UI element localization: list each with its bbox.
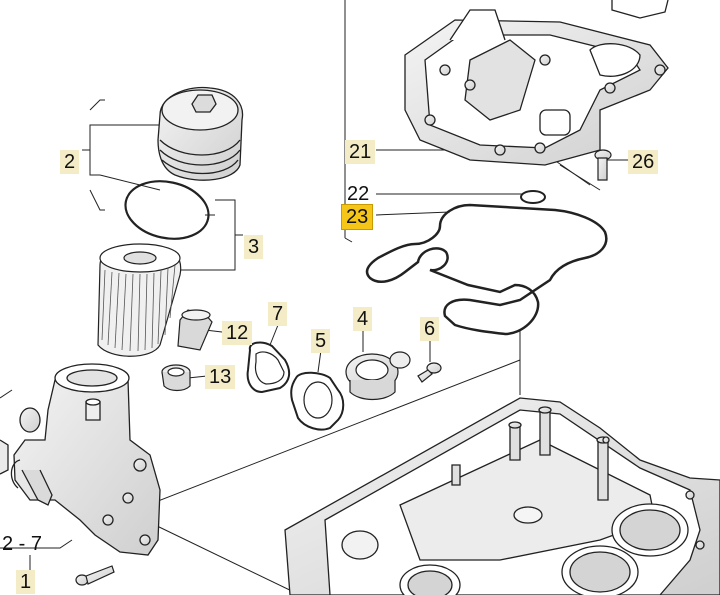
callout-12: 12 <box>222 321 253 345</box>
callout-4: 4 <box>353 307 373 331</box>
oil-cooler-housing <box>405 10 668 165</box>
callout-6: 6 <box>420 317 440 341</box>
callout-22: 22 <box>347 183 370 205</box>
gasket-7 <box>246 341 291 394</box>
callout-26: 26 <box>628 150 659 174</box>
bolt-bottom <box>76 566 114 585</box>
bolt-6 <box>418 363 441 382</box>
leader-lines <box>0 0 630 595</box>
callout-3: 3 <box>244 235 264 259</box>
callout-1: 1 <box>16 570 36 594</box>
o-ring-22 <box>520 190 546 204</box>
thermostat-4 <box>346 352 410 400</box>
callout-7: 7 <box>268 302 288 326</box>
housing-top-edge <box>611 0 669 19</box>
gasket-5 <box>290 371 345 431</box>
bolt-26 <box>595 150 611 180</box>
callout-5: 5 <box>311 329 331 353</box>
callout-2: 2 <box>60 150 80 174</box>
gasket-23 <box>365 203 608 336</box>
oil-filter-housing-1 <box>0 364 160 555</box>
strainer-12 <box>178 310 212 350</box>
engine-block <box>285 398 720 595</box>
callout-23-highlighted[interactable]: 23 <box>340 204 374 230</box>
oil-filter-element <box>98 244 181 356</box>
o-ring-3 <box>124 180 210 240</box>
callout-2-7: 2 - 7 <box>2 533 43 555</box>
callout-13: 13 <box>205 365 236 389</box>
callout-21: 21 <box>345 140 376 164</box>
oil-filter-cap-2 <box>158 87 243 180</box>
clip-13 <box>162 365 190 391</box>
